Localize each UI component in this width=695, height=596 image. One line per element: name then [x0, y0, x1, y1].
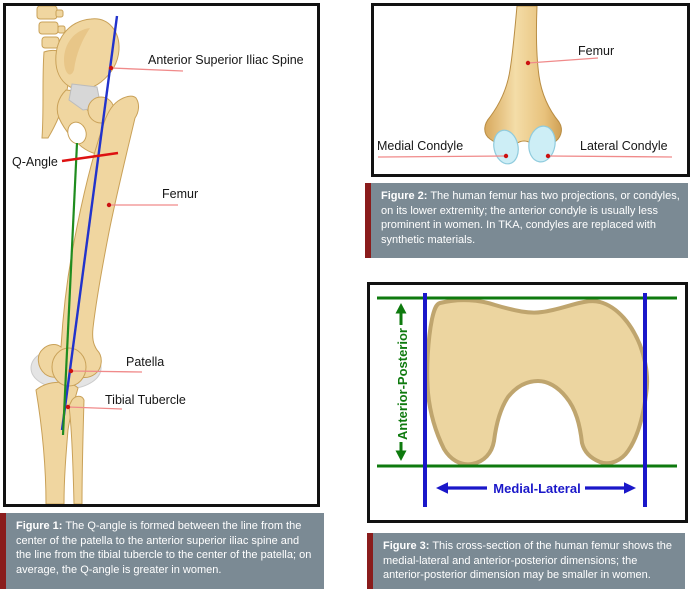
- patella-leader-line: [70, 370, 143, 373]
- figure3-caption-text: This cross-section of the human femur sh…: [383, 540, 672, 581]
- femur-leader-line: [527, 57, 599, 64]
- medial-condyle-marker-dot: [503, 153, 509, 159]
- figure1-caption-label: Figure 1:: [16, 520, 63, 532]
- figure3-caption: Figure 3: This cross-section of the huma…: [367, 533, 685, 589]
- tibial-tubercle-marker-dot: [65, 404, 71, 410]
- femur-marker-dot: [106, 202, 112, 208]
- label-q-angle: Q-Angle: [12, 155, 58, 169]
- arrow-up-icon: [395, 303, 407, 314]
- label-medial-condyle: Medial Condyle: [377, 139, 464, 153]
- figure2-panel: Femur Medial Condyle Lateral Condyle: [371, 3, 690, 177]
- figure2-femur-illustration: [377, 6, 673, 165]
- arrow-down-icon: [395, 450, 407, 461]
- vertebra-icon: [36, 6, 58, 20]
- figure1-caption-text: The Q-angle is formed between the line f…: [16, 520, 312, 576]
- medial-condyle-leader-line: [377, 155, 507, 158]
- femur-cross-section-shape: [425, 298, 650, 467]
- femur-marker-dot: [525, 60, 531, 66]
- figure1-skeleton-illustration: [30, 6, 184, 504]
- q-angle-green-line: [61, 142, 79, 436]
- fibula-shape: [68, 395, 85, 504]
- tibial-tubercle-leader-line: [67, 406, 123, 410]
- label-lateral-condyle: Lateral Condyle: [580, 139, 668, 153]
- lateral-condyle-marker-dot: [545, 153, 551, 159]
- figure2-caption: Figure 2: The human femur has two projec…: [365, 183, 688, 258]
- arrow-right-icon: [624, 482, 636, 494]
- figure3-caption-label: Figure 3:: [383, 540, 430, 552]
- lateral-condyle-leader-line: [547, 155, 673, 158]
- label-medial-lateral: Medial-Lateral: [493, 481, 581, 496]
- patella-marker-dot: [68, 368, 74, 374]
- q-angle-red-line: [61, 151, 119, 163]
- label-femur: Femur: [162, 187, 199, 201]
- figure2-caption-label: Figure 2:: [381, 190, 428, 202]
- femur-shape: [484, 6, 562, 148]
- label-tibial-tubercle: Tibial Tubercle: [105, 393, 186, 407]
- lateral-condyle-shape: [528, 125, 556, 163]
- figure1-caption: Figure 1: The Q-angle is formed between …: [0, 513, 324, 589]
- figure3-panel: Anterior-Posterior Medial-Lateral: [367, 282, 688, 523]
- q-angle-blue-line: [60, 15, 119, 431]
- figure1-panel: Anterior Superior Iliac Spine Q-Angle Fe…: [3, 3, 320, 507]
- label-patella: Patella: [126, 355, 165, 369]
- figure2-caption-text: The human femur has two projections, or …: [381, 190, 680, 246]
- label-anterior-posterior: Anterior-Posterior: [395, 328, 410, 440]
- label-femur: Femur: [578, 44, 615, 58]
- asis-leader-line: [110, 67, 184, 72]
- figure3-cross-section-illustration: [377, 293, 677, 507]
- label-anterior-superior-iliac-spine: Anterior Superior Iliac Spine: [148, 53, 304, 67]
- asis-marker-dot: [108, 65, 114, 71]
- arrow-left-icon: [436, 482, 448, 494]
